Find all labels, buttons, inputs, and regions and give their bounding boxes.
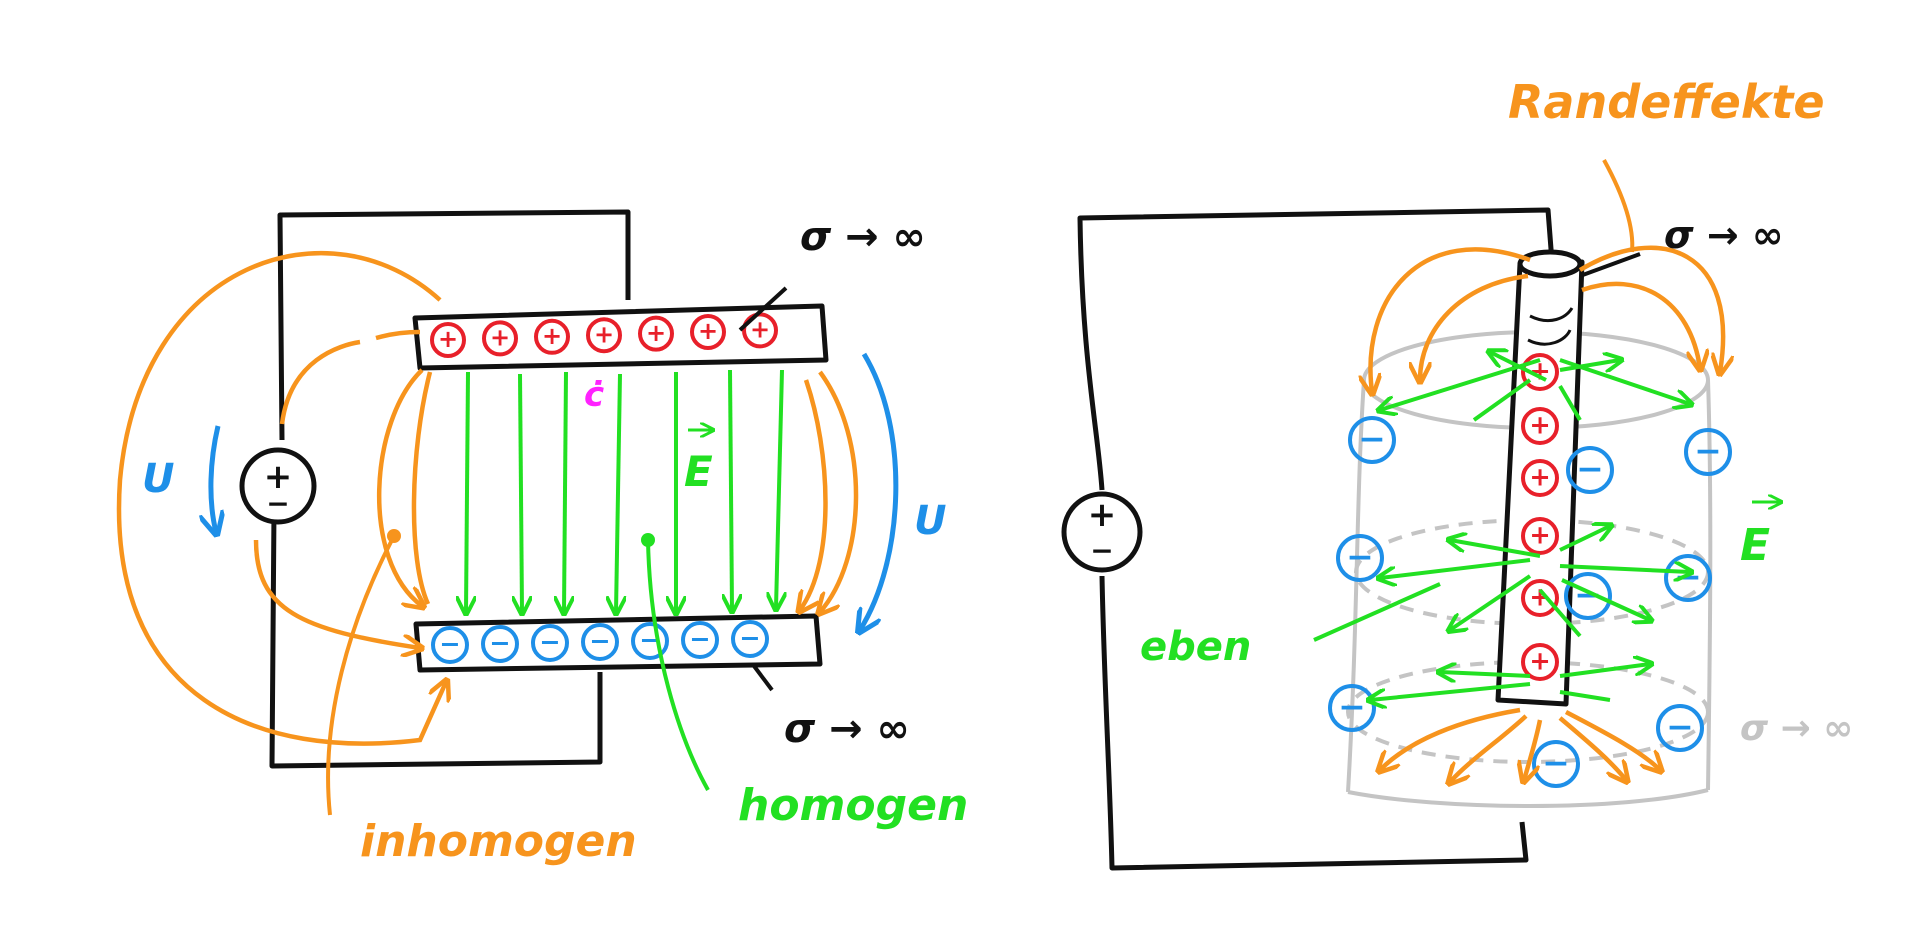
negative-charge: − (431, 626, 469, 664)
right-sigma-top: σ → ∞ (1664, 213, 1784, 257)
surrounding-negative-charge: − (1328, 684, 1376, 732)
wire-positive-charge: + (1521, 517, 1559, 555)
homogeneous-pointer (646, 539, 710, 791)
wire-positive-charge: + (1521, 643, 1559, 681)
negative-charge: − (731, 620, 769, 658)
positive-charge: + (482, 320, 518, 357)
svg-text:−: − (1542, 743, 1570, 782)
plane-label: eben (1140, 624, 1251, 670)
svg-text:−: − (1358, 419, 1386, 458)
surrounding-negative-charge: − (1664, 554, 1712, 602)
left-voltage-label-right: U (914, 498, 946, 544)
wire-positive-charge: + (1521, 459, 1559, 497)
left-source-plus: + (264, 457, 293, 497)
svg-text:−: − (1666, 707, 1694, 746)
right-field-label: E (1740, 520, 1770, 571)
left-bottom-plate: −−−−−−− (413, 613, 823, 673)
right-voltage-source: + − (1061, 491, 1143, 573)
right-source-plus: + (1088, 495, 1117, 535)
left-sigma-top: σ → ∞ (800, 214, 926, 260)
wire-positive-charge: + (1521, 579, 1559, 617)
positive-charge: + (638, 315, 674, 352)
svg-text:−: − (1674, 557, 1702, 596)
left-sigma-bottom: σ → ∞ (784, 706, 910, 752)
surrounding-negative-charge: − (1564, 572, 1612, 620)
edge-effects-pointer (1602, 159, 1635, 253)
svg-text:−: − (489, 629, 510, 659)
right-source-minus: − (1090, 534, 1113, 567)
left-voltage-label-left: U (142, 456, 174, 502)
charged-wire: ++++++ (1495, 249, 1585, 707)
surrounding-negative-charge: − (1532, 740, 1580, 788)
wire-positive-charges: ++++++ (1521, 353, 1559, 681)
svg-text:+: + (646, 319, 666, 347)
right-circuit-wire (1077, 207, 1555, 871)
left-voltage-source: + − (239, 447, 317, 525)
svg-text:−: − (1346, 537, 1374, 576)
plane-pointer (1313, 582, 1441, 642)
left-top-plate: + + + + + + + (412, 303, 829, 371)
svg-text:+: + (438, 325, 458, 353)
left-voltage-arrow-left (211, 425, 218, 532)
left-voltage-arrow-right (860, 352, 899, 630)
inhomogeneous-label: inhomogen (360, 816, 637, 867)
left-field-label: E (684, 447, 713, 496)
svg-text:+: + (542, 322, 562, 350)
svg-text:+: + (1529, 463, 1550, 493)
svg-text:−: − (589, 627, 610, 657)
right-figure: + − ++++++ −−−−−−−−− (1061, 75, 1853, 871)
left-source-minus: − (266, 487, 289, 520)
homogeneous-field-lines (466, 369, 782, 612)
right-sigma-faded: σ → ∞ (1740, 708, 1853, 749)
positive-charge: + (534, 318, 570, 355)
svg-text:−: − (1338, 687, 1366, 726)
svg-text:+: + (1529, 521, 1550, 551)
svg-text:+: + (1529, 583, 1550, 613)
svg-text:+: + (750, 316, 770, 344)
svg-text:−: − (739, 624, 760, 654)
positive-charge: + (690, 314, 726, 350)
surrounding-negative-charge: − (1566, 446, 1614, 494)
svg-text:+: + (1529, 647, 1550, 677)
svg-text:+: + (594, 320, 614, 348)
negative-charge: − (581, 623, 619, 661)
edge-effects-label: Randeffekte (1508, 75, 1825, 129)
svg-text:−: − (689, 625, 710, 655)
negative-charge: − (531, 624, 569, 662)
wire-positive-charge: + (1521, 407, 1559, 445)
svg-text:−: − (1576, 449, 1604, 488)
left-figure: + − +++++++ −−−−−−− E (116, 209, 968, 867)
svg-text:−: − (539, 628, 560, 658)
negative-charge: − (681, 621, 719, 659)
edge-effect-field-lines (1370, 245, 1723, 782)
surrounding-negative-charge: − (1656, 704, 1704, 752)
svg-text:−: − (1694, 431, 1722, 470)
inhomogeneous-pointer (326, 535, 396, 816)
fringe-field-lines (116, 251, 859, 746)
charge-marker: ċ (584, 375, 604, 415)
svg-text:+: + (698, 317, 718, 345)
positive-charge: + (430, 322, 466, 358)
homogeneous-label: homogen (738, 780, 968, 831)
positive-charge: + (586, 317, 622, 354)
svg-text:−: − (439, 630, 460, 660)
svg-text:+: + (1529, 411, 1550, 441)
surrounding-negative-charges: − − − − − − − − − (1328, 416, 1732, 788)
negative-charge: − (481, 625, 519, 663)
left-circuit-wire (269, 209, 631, 769)
surrounding-negative-charge: − (1348, 416, 1396, 464)
positive-charges: + + + + + + + (430, 312, 778, 358)
svg-text:+: + (490, 324, 510, 352)
surrounding-negative-charge: − (1336, 534, 1384, 582)
radial-field-lines (1370, 352, 1690, 700)
surrounding-negative-charge: − (1684, 428, 1732, 476)
